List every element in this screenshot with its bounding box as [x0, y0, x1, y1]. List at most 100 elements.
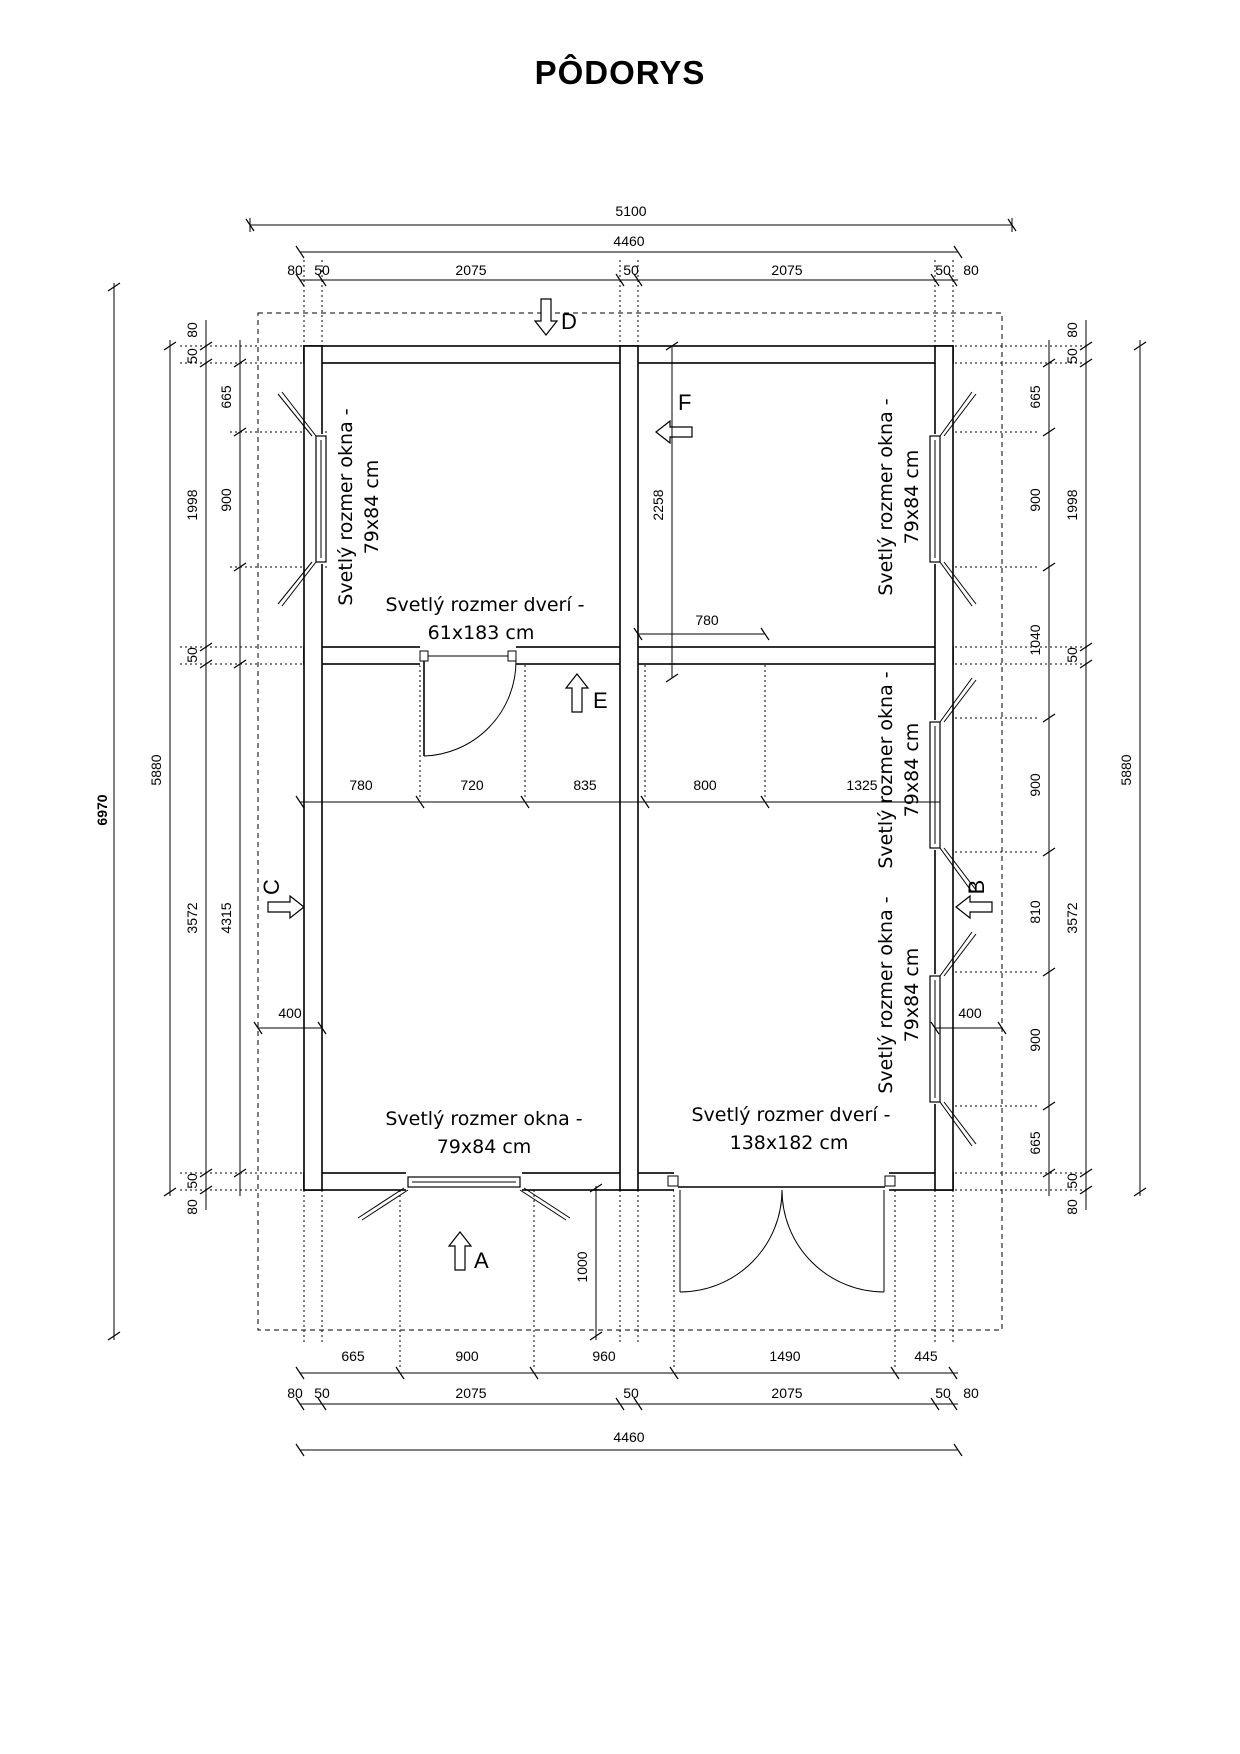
- dim-top-50-left: 50: [314, 262, 330, 278]
- dim-bot-665: 665: [341, 1348, 365, 1364]
- dim-right-50-bottom: 50: [1064, 1173, 1080, 1189]
- dimension-chain-top: 5100 4460 80 50 2075 50 2075 50 80: [245, 203, 1017, 287]
- section-label-a: A: [474, 1248, 489, 1273]
- dim-bot-900: 900: [455, 1348, 479, 1364]
- dim-right-50-mid: 50: [1064, 647, 1080, 663]
- dimension-2258: 2258: [650, 341, 679, 683]
- note-door1-line1: Svetlý rozmer dverí -: [385, 594, 584, 616]
- dim-right-1998: 1998: [1064, 489, 1080, 520]
- dimension-chain-middle: 780 720 835 800 1325: [295, 777, 940, 809]
- note-window-rb-line1: Svetlý rozmer okna -: [875, 896, 897, 1093]
- dim-right-50-top: 50: [1064, 348, 1080, 364]
- note-window-bottom-line1: Svetlý rozmer okna -: [385, 1108, 582, 1130]
- dim-left-80-bottom: 80: [184, 1199, 200, 1215]
- window-right-middle: [929, 677, 977, 893]
- dim-bot-2075-right: 2075: [771, 1385, 802, 1401]
- section-label-e: E: [593, 688, 608, 713]
- dim-top-50-right: 50: [935, 262, 951, 278]
- section-label-d: D: [561, 309, 577, 334]
- dim-left-900: 900: [218, 488, 234, 512]
- window-bottom: [357, 1176, 571, 1221]
- dim-top-2075-left: 2075: [455, 262, 486, 278]
- dim-top-80-left: 80: [287, 262, 303, 278]
- dim-mid-1325: 1325: [846, 777, 877, 793]
- dimension-400-left: 400: [253, 1005, 327, 1035]
- dim-inner-width-bottom: 4460: [613, 1429, 644, 1445]
- note-door2-line1: Svetlý rozmer dverí -: [691, 1104, 890, 1126]
- note-window-rt-line2: 79x84 cm: [901, 450, 923, 545]
- dim-left-4315: 4315: [218, 902, 234, 933]
- dimension-chain-left: 6970 5880 80 50 1998 50 3572 50 80 665 9…: [94, 282, 247, 1341]
- note-window-bottom: Svetlý rozmer okna - 79x84 cm: [385, 1108, 582, 1158]
- dim-left-665: 665: [218, 385, 234, 409]
- dim-top-2075-right: 2075: [771, 262, 802, 278]
- dim-left-50-bottom: 50: [184, 1173, 200, 1189]
- dim-1000: 1000: [574, 1251, 590, 1282]
- dim-bot-1490: 1490: [769, 1348, 800, 1364]
- section-arrow-e: E: [564, 673, 608, 713]
- dim-inner-width-top: 4460: [613, 233, 644, 249]
- roof-outline: [257, 312, 1003, 1331]
- dim-bot-50-left: 50: [314, 1385, 330, 1401]
- door-interior: [419, 650, 517, 757]
- dimension-chain-right: 5880 80 50 1998 50 3572 50 80 665 900 10…: [1027, 320, 1147, 1215]
- note-window-rb-line2: 79x84 cm: [901, 948, 923, 1043]
- dim-right-810: 810: [1027, 900, 1043, 924]
- dim-mid-780: 780: [349, 777, 373, 793]
- dim-left-50-top: 50: [184, 348, 200, 364]
- note-window-rt-line1: Svetlý rozmer okna -: [875, 398, 897, 595]
- dim-mid-800: 800: [693, 777, 717, 793]
- dim-right-665-bottom: 665: [1027, 1131, 1043, 1155]
- dim-mid-835: 835: [573, 777, 597, 793]
- window-right-bottom: [929, 931, 977, 1147]
- section-arrow-b: B: [955, 880, 993, 920]
- dim-door-780: 780: [695, 612, 719, 628]
- note-window-left-line2: 79x84 cm: [361, 460, 383, 555]
- section-label-b: B: [964, 880, 989, 895]
- dim-right-3572: 3572: [1064, 902, 1080, 933]
- dim-bot-960: 960: [592, 1348, 616, 1364]
- dim-inner-height-left: 5880: [148, 754, 164, 785]
- note-door-entrance: Svetlý rozmer dverí - 138x182 cm: [691, 1104, 890, 1154]
- section-arrow-c: C: [259, 879, 305, 920]
- page-title: PÔDORYS: [534, 54, 706, 91]
- section-arrow-f: F: [655, 390, 693, 445]
- dimension-400-right: 400: [930, 1005, 1007, 1035]
- dimension-chain-bottom: 665 900 960 1490 445 80 50 2075 50 2075 …: [287, 1348, 979, 1457]
- note-window-right-bottom: Svetlý rozmer okna - 79x84 cm: [875, 896, 923, 1093]
- dim-bot-80-right: 80: [963, 1385, 979, 1401]
- section-label-f: F: [678, 390, 691, 415]
- note-window-rm-line2: 79x84 cm: [901, 723, 923, 818]
- dim-mid-720: 720: [460, 777, 484, 793]
- section-arrow-a: A: [447, 1231, 489, 1273]
- dim-right-80-top: 80: [1064, 322, 1080, 338]
- dim-bot-80-left: 80: [287, 1385, 303, 1401]
- dim-top-50-mid: 50: [623, 262, 639, 278]
- note-window-left: Svetlý rozmer okna - 79x84 cm: [335, 408, 383, 605]
- dim-right-900-mid: 900: [1027, 773, 1043, 797]
- door-double-entrance: [667, 1175, 896, 1293]
- dim-inner-height-right: 5880: [1118, 754, 1134, 785]
- section-arrow-d: D: [533, 298, 577, 336]
- dim-total-height: 6970: [94, 794, 110, 825]
- note-window-left-line1: Svetlý rozmer okna -: [335, 408, 357, 605]
- dim-right-900-top: 900: [1027, 488, 1043, 512]
- dim-left-50-mid: 50: [184, 647, 200, 663]
- note-door2-line2: 138x182 cm: [730, 1132, 849, 1154]
- section-label-c: C: [259, 879, 284, 895]
- dim-bot-445: 445: [914, 1348, 938, 1364]
- dim-400-right: 400: [958, 1005, 982, 1021]
- note-door1-line2: 61x183 cm: [428, 622, 535, 644]
- dim-right-665-top: 665: [1027, 385, 1043, 409]
- dim-bot-50-mid: 50: [623, 1385, 639, 1401]
- note-window-right-middle: Svetlý rozmer okna - 79x84 cm: [875, 671, 923, 868]
- dim-right-80-bottom: 80: [1064, 1199, 1080, 1215]
- wall-center: [619, 345, 639, 1191]
- dim-bot-2075-left: 2075: [455, 1385, 486, 1401]
- note-window-right-top: Svetlý rozmer okna - 79x84 cm: [875, 398, 923, 595]
- dimension-1000: 1000: [574, 1183, 603, 1341]
- window-left: [277, 391, 327, 607]
- dim-left-80-top: 80: [184, 322, 200, 338]
